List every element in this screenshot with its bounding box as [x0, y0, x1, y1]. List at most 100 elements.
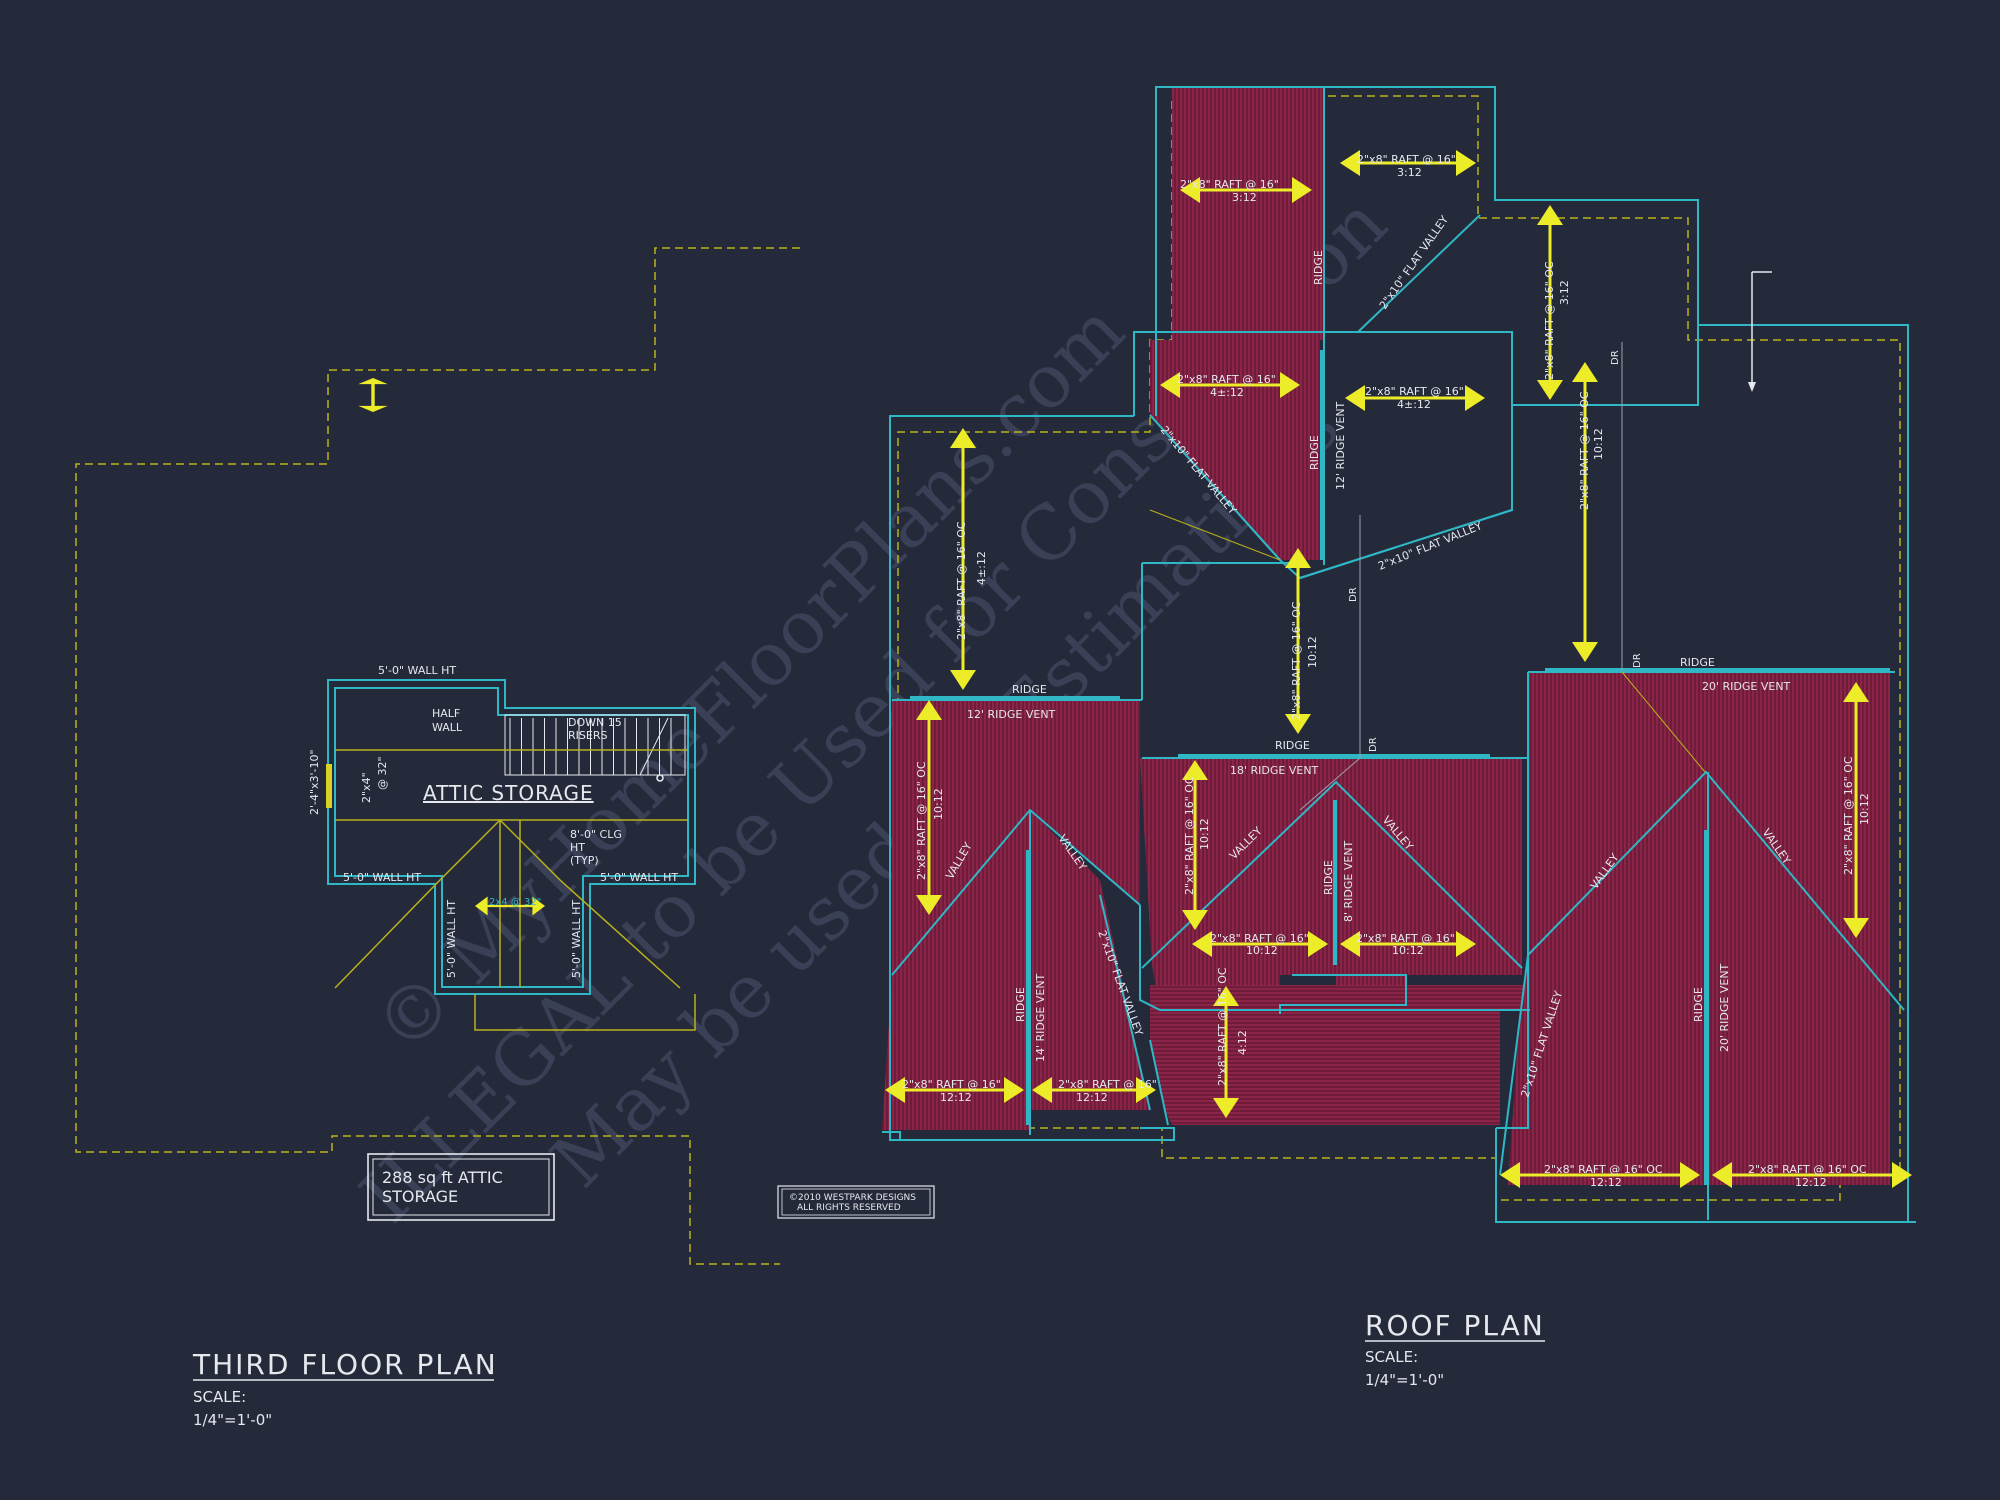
pitch-arrow: [1192, 931, 1328, 957]
roof-label-dr-4: DR: [1632, 653, 1643, 668]
roof-label-ridge-vent-14: 14' RIDGE VENT: [1034, 973, 1047, 1062]
roof-label-raft-oc-center: 2"x8" RAFT @ 16" OC: [1290, 601, 1303, 720]
clg-ht-1: 8'-0" CLG: [570, 828, 622, 841]
pitch-arrow: [916, 700, 942, 915]
third-floor-title: THIRD FLOOR PLAN: [192, 1348, 498, 1381]
roof-lines: [891, 88, 1905, 1220]
roof-label-ridge-e: RIDGE: [1680, 656, 1715, 669]
roof-label-ridge-top: RIDGE: [1312, 250, 1325, 285]
area-box: [367, 1153, 555, 1221]
roof-planes: [882, 88, 1890, 1185]
pitch-arrow: [1500, 1162, 1700, 1188]
joist-arrow: [356, 378, 390, 412]
roof-label-ridge-vent-20b: 20' RIDGE VENT: [1718, 963, 1731, 1052]
roof-plan: 2"x8" RAFT @ 16"3:122"x8" RAFT @ 16"3:12…: [882, 86, 1916, 1389]
roof-label-pitch-top-l: 3:12: [1232, 191, 1257, 204]
roof-label-raft-mid-r: 2"x8" RAFT @ 16": [1365, 385, 1464, 398]
roof-label-raft-mid-l: 2"x8" RAFT @ 16": [1177, 373, 1276, 386]
roof-label-pitch-s-v: 4:12: [1236, 1030, 1249, 1055]
roof-label-raft-oc-west: 2"x8" RAFT @ 16" OC: [955, 521, 968, 640]
roof-label-dr-3: DR: [1368, 737, 1379, 752]
wall-ht-v1: 5'-0" WALL HT: [445, 900, 458, 978]
stair: [504, 714, 686, 782]
roof-label-ridge-vent-20: 20' RIDGE VENT: [1702, 680, 1791, 693]
wall-ht-v2: 5'-0" WALL HT: [570, 900, 583, 978]
roof-label-raft-e-v: 2"x8" RAFT @ 16" OC: [1842, 756, 1855, 875]
pitch-arrow: [1843, 682, 1869, 938]
roof-label-raft-w-v: 2"x8" RAFT @ 16" OC: [915, 761, 928, 880]
pitch-arrow: [1032, 1077, 1156, 1103]
roof-label-raft-top-l: 2"x8" RAFT @ 16": [1180, 178, 1279, 191]
wall-ht-br: 5'-0" WALL HT: [600, 871, 678, 884]
roof-label-pitch-mid-r: 4±:12: [1397, 398, 1431, 411]
pitch-arrow: [950, 428, 976, 690]
joist-label-1: 2"x4": [360, 772, 373, 803]
roof-label-pitch-e-v: 10:12: [1858, 793, 1871, 825]
down-risers-2: RISERS: [568, 729, 607, 742]
roof-label-ridge-w: RIDGE: [1012, 683, 1047, 696]
third-floor-scale-label: SCALE:: [193, 1388, 246, 1406]
pitch-arrow: [1160, 372, 1300, 398]
window-size: 2'-4"x3'-10": [308, 749, 321, 815]
roof-label-dr-2: DR: [1348, 587, 1359, 602]
roof-label-ridge-vent-8-ridge: RIDGE: [1322, 860, 1335, 895]
roof-plan-title: ROOF PLAN: [1365, 1309, 1545, 1342]
roof-label-pitch-mid-l: 4±:12: [1210, 386, 1244, 399]
roof-label-pitch-sw-l: 12:12: [940, 1091, 972, 1104]
roof-label-pitch-se-l: 12:12: [1590, 1176, 1622, 1189]
room-name: ATTIC STORAGE: [423, 781, 594, 805]
attic-outline: [327, 679, 696, 995]
roof-label-ridge-mid: RIDGE: [1308, 435, 1321, 470]
pitch-arrows: [885, 150, 1912, 1188]
copyright-line-2: ALL RIGHTS RESERVED: [797, 1203, 901, 1213]
pitch-arrow: [1712, 1162, 1912, 1188]
half-wall-1: HALF: [432, 707, 460, 720]
roof-label-pitch-oc-west: 4±:12: [975, 551, 988, 585]
roof-label-pitch-c-v: 10:12: [1198, 818, 1211, 850]
roof-label-pitch-c-l: 10:12: [1246, 944, 1278, 957]
roof-label-ridge-c: RIDGE: [1275, 739, 1310, 752]
pitch-arrow: [1180, 177, 1312, 203]
roof-label-raft-se-l: 2"x8" RAFT @ 16" OC: [1544, 1163, 1663, 1176]
roof-label-ridge-vent-12: 12' RIDGE VENT: [967, 708, 1056, 721]
roof-label-raft-c-l: 2"x8" RAFT @ 16": [1210, 932, 1309, 945]
roof-plan-scale-label: SCALE:: [1365, 1348, 1418, 1366]
area-line-1: 288 sq ft ATTIC: [382, 1168, 503, 1187]
clg-ht-2: HT: [570, 841, 585, 854]
pitch-arrow: [1345, 385, 1485, 411]
roof-label-raft-s-v: 2"x8" RAFT @ 16" OC: [1216, 967, 1229, 1086]
roof-label-raft-oc-east: 2"x8" RAFT @ 16" OC: [1543, 261, 1556, 380]
roof-label-pitch-top-r: 3:12: [1397, 166, 1422, 179]
roof-label-pitch-sw-r: 12:12: [1076, 1091, 1108, 1104]
roof-label-ridge-vent-8: 8' RIDGE VENT: [1342, 840, 1355, 922]
roof-label-ridge-vent-18: 18' RIDGE VENT: [1230, 764, 1319, 777]
roof-label-raft-oc-dr: 2"x8" RAFT @ 16" OC: [1578, 391, 1591, 510]
lower-wall: [474, 994, 696, 1031]
roof-label-raft-top-r: 2"x8" RAFT @ 16": [1357, 153, 1456, 166]
pitch-arrow: [1213, 986, 1239, 1118]
window: [326, 764, 332, 808]
pitch-arrow: [1572, 362, 1598, 662]
half-wall-2: WALL: [432, 721, 463, 734]
roof-label-raft-c-v: 2"x8" RAFT @ 16" OC: [1183, 776, 1196, 895]
pitch-arrow: [885, 1077, 1024, 1103]
roof-label-pitch-oc-dr: 10:12: [1592, 428, 1605, 460]
roof-label-raft-se-r: 2"x8" RAFT @ 16" OC: [1748, 1163, 1867, 1176]
clg-ht-3: (TYP): [570, 854, 599, 867]
lower-floor-outline: [75, 247, 800, 1265]
roof-label-ridge-vent-14-ridge: RIDGE: [1014, 987, 1027, 1022]
down-risers-1: DOWN 15: [568, 716, 622, 729]
roof-label-pitch-c-r: 10:12: [1392, 944, 1424, 957]
roof-label-flat-valley-3: 2"x10" FLAT VALLEY: [1376, 519, 1484, 573]
roof-label-raft-sw-l: 2"x8" RAFT @ 16": [902, 1078, 1001, 1091]
pitch-arrow: [1340, 931, 1476, 957]
roof-label-pitch-w-v: 10:12: [932, 788, 945, 820]
third-floor-plan: 5'-0" WALL HT HALF WALL DOWN 15 RISERS A…: [75, 247, 800, 1429]
roof-label-pitch-se-r: 12:12: [1795, 1176, 1827, 1189]
copyright-line-1: ©2010 WESTPARK DESIGNS: [789, 1193, 916, 1203]
roof-label-ridge-vent-12v: 12' RIDGE VENT: [1334, 401, 1347, 490]
wall-ht-bl: 5'-0" WALL HT: [343, 871, 421, 884]
copyright-box: ©2010 WESTPARK DESIGNS ALL RIGHTS RESERV…: [777, 1185, 935, 1219]
third-floor-scale-value: 1/4"=1'-0": [193, 1411, 272, 1429]
